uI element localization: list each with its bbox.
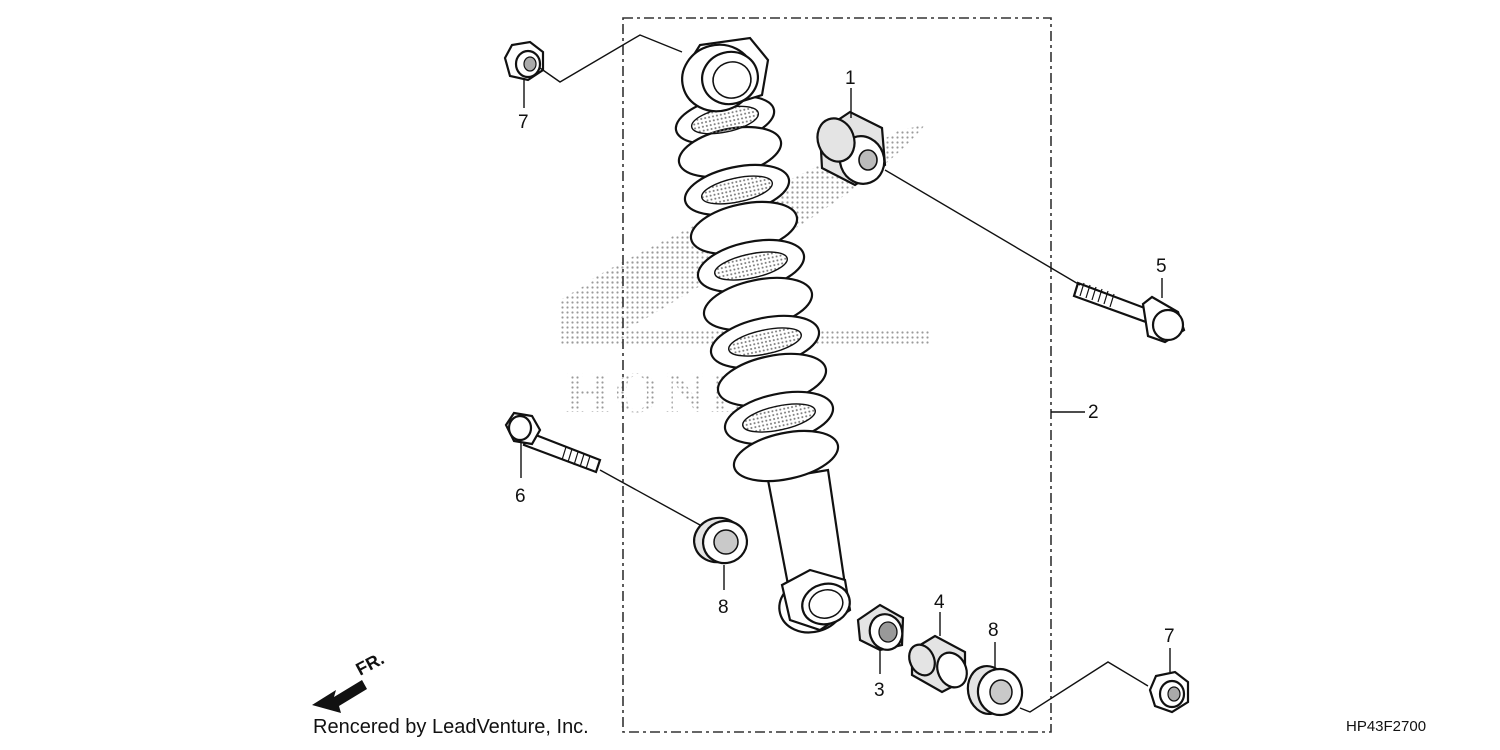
rear-shock-absorber — [674, 36, 852, 634]
front-direction-arrow: FR. — [312, 648, 387, 713]
callout-1: 1 — [845, 68, 856, 89]
callout-2: 2 — [1088, 402, 1099, 423]
part-3-bearing — [856, 603, 905, 652]
diagram-code: HP43F2700 — [1346, 718, 1426, 735]
callout-7-lower: 7 — [1164, 626, 1175, 647]
callout-4: 4 — [934, 592, 945, 613]
callout-8-left: 8 — [718, 597, 729, 618]
part-5-bolt — [1072, 281, 1186, 344]
direction-label: FR. — [352, 648, 387, 679]
part-7-nut-upper — [503, 40, 545, 82]
assembly-boundary — [622, 17, 1052, 733]
part-8-seal-left — [693, 516, 749, 565]
part-8-seal-right — [966, 665, 1024, 717]
part-4-collar — [908, 634, 968, 694]
part-7-nut-lower — [1148, 670, 1190, 714]
rendered-by-credit: Rencered by LeadVenture, Inc. — [313, 716, 589, 738]
leader-lines — [520, 34, 1171, 713]
callout-8-right: 8 — [988, 620, 999, 641]
part-6-bolt — [504, 411, 602, 474]
callout-7-upper: 7 — [518, 112, 529, 133]
callout-3: 3 — [874, 680, 885, 701]
part-1-bushing — [816, 110, 887, 187]
callout-6: 6 — [515, 486, 526, 507]
callout-5: 5 — [1156, 256, 1167, 277]
